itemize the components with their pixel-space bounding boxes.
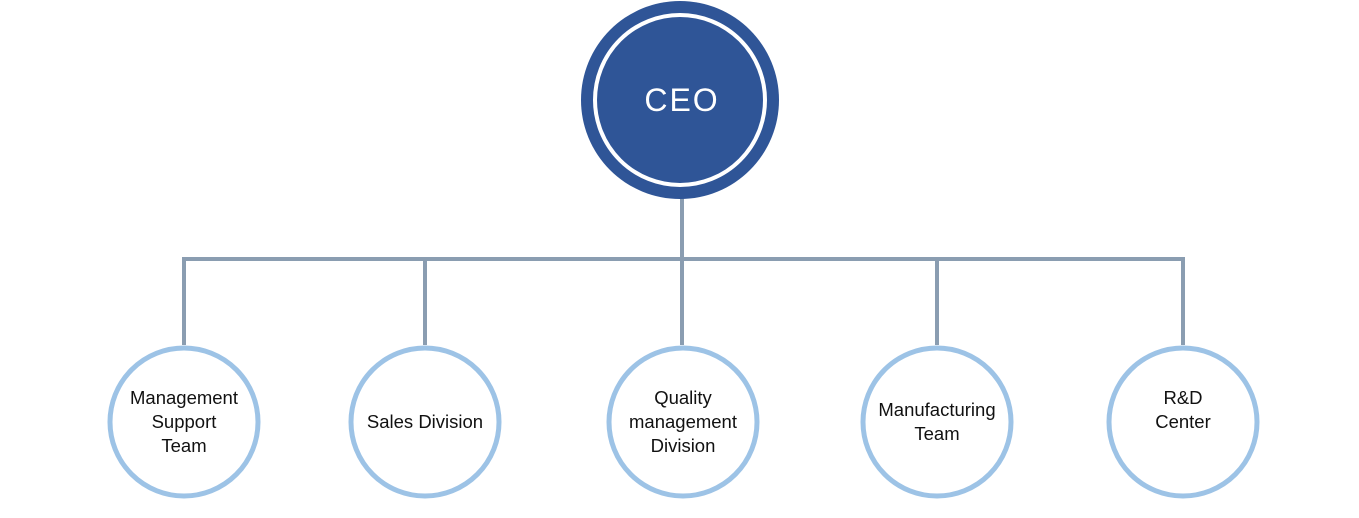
department-label-line: Team [161,435,206,456]
department-node-5: R&D Center [1106,345,1260,499]
department-label-line: Quality [654,387,712,408]
department-label-line: Center [1155,411,1211,432]
department-circle [107,345,261,499]
connectors [182,197,1185,345]
department-label-line: Manufacturing [878,399,995,420]
department-circle [860,345,1014,499]
department-circle [606,345,760,499]
department-label-line: Team [914,423,959,444]
department-label-line: management [629,411,737,432]
ceo-inner-ring [593,13,767,187]
department-circle [348,345,502,499]
department-circle [1106,345,1260,499]
department-label-line: R&D [1163,387,1202,408]
department-label-line: Sales Division [367,411,483,432]
ceo-circle [581,1,779,199]
department-label-line: Support [152,411,217,432]
department-node-2: Sales Division [348,345,502,499]
ceo-label: CEO [644,82,719,118]
department-label-line: Division [651,435,716,456]
ceo-node: CEO [581,1,779,199]
department-label-line: Management [130,387,238,408]
